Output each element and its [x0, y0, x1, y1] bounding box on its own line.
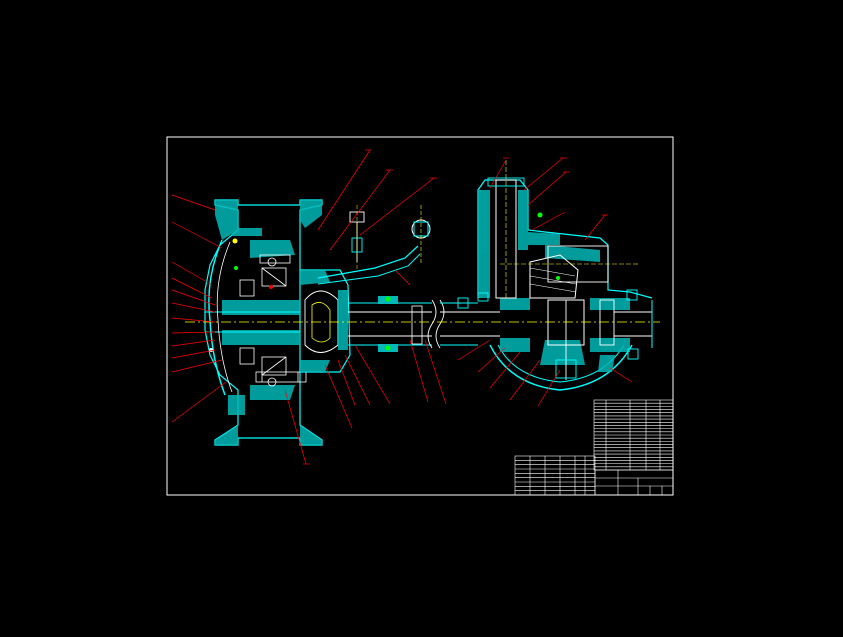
- title-block: [594, 469, 674, 496]
- leader-lines: [171, 149, 633, 465]
- steering-knuckle: [300, 205, 431, 373]
- axle-shaft: [348, 296, 500, 352]
- wheel-hub-assembly: [204, 199, 323, 446]
- drawing-frame: [166, 136, 674, 496]
- parts-list-table: [593, 399, 674, 471]
- revision-table: [514, 455, 596, 496]
- differential-assembly: [457, 160, 653, 391]
